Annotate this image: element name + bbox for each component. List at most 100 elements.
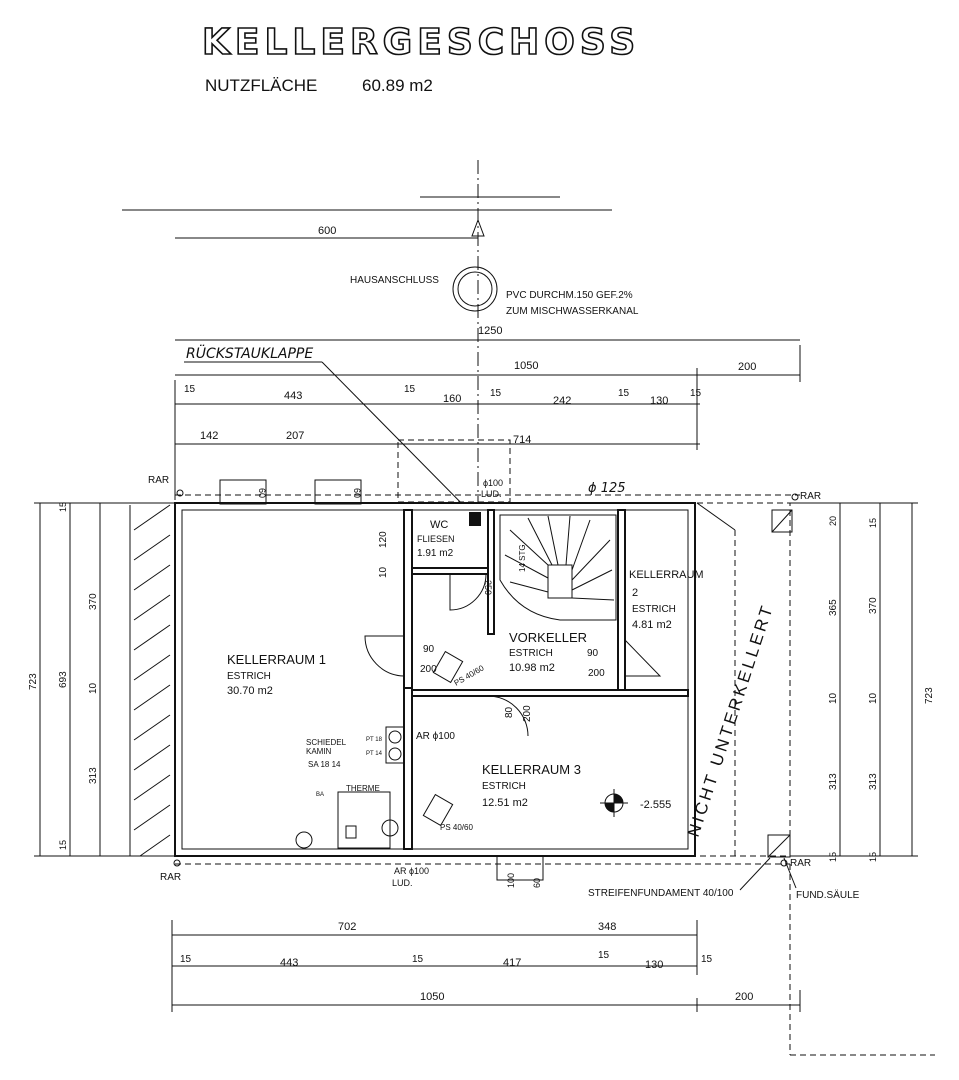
- dim-bot-15-a: 15: [180, 954, 192, 965]
- stair: [499, 514, 617, 621]
- rar-bottom-right: RAR: [790, 858, 811, 869]
- chimney-label-2: KAMIN: [306, 747, 332, 756]
- door-wc: [449, 573, 487, 611]
- dim-row3-6: 15: [618, 388, 630, 399]
- vorkeller-floor: ESTRICH: [509, 648, 553, 659]
- dim-right-20: 20: [828, 516, 838, 526]
- dim-row4-0: 142: [200, 430, 218, 442]
- window-bottom-dim-100: 100: [506, 873, 516, 888]
- diameter-125-label: ϕ 125: [588, 481, 626, 496]
- soil-hatching-left: [129, 504, 171, 857]
- door1-width: 90: [423, 644, 435, 655]
- door2-width: 90: [587, 648, 599, 659]
- dim-left-370: 370: [88, 593, 99, 610]
- inner-dim-10: 10: [378, 566, 389, 578]
- pump-sump-2-label: PS 40/60: [440, 823, 473, 832]
- dim-bot-15-c: 15: [598, 950, 610, 961]
- annex-outline: [697, 502, 791, 857]
- dim-left-313: 313: [88, 767, 99, 784]
- dim-right-313-b: 313: [868, 773, 879, 790]
- room2-area: 4.81 m2: [632, 619, 672, 631]
- dim-right-365: 365: [828, 599, 839, 616]
- dim-1250: 1250: [478, 325, 502, 337]
- dim-row3-3: 160: [443, 393, 461, 405]
- wc-floor: FLIESEN: [417, 534, 455, 544]
- dim-right-15-b: 15: [868, 852, 878, 862]
- level-marker: [600, 789, 628, 817]
- dim-left-693: 693: [58, 671, 69, 688]
- ba-label: BA: [316, 792, 324, 798]
- dim-row3-4: 15: [490, 388, 502, 399]
- dim-bot-130: 130: [645, 959, 663, 971]
- dim-row4-1: 207: [286, 430, 304, 442]
- dim-row4-2: 714: [513, 434, 531, 446]
- rar-bottom-left: RAR: [160, 872, 181, 883]
- backflow-valve-label: RÜCKSTAUKLAPPE: [186, 344, 313, 362]
- dim-bot-417: 417: [503, 957, 521, 969]
- plan-title: KELLERGESCHOSS: [202, 22, 640, 63]
- top-duct-label: ϕ100: [483, 478, 503, 488]
- dim-bot-443: 443: [280, 957, 298, 969]
- backflow-leader-line: [321, 361, 479, 521]
- dim-right-10-b: 10: [868, 692, 879, 704]
- dim-row3-8: 15: [690, 388, 702, 399]
- door-kellerraum2: [624, 639, 662, 677]
- door-kellerraum1: [364, 635, 405, 677]
- dim-row3-5: 242: [553, 395, 571, 407]
- foundation-column-label: FUND.SÄULE: [796, 889, 860, 901]
- projection-outline: [397, 439, 511, 503]
- not-basement-label: NICHT UNTERKELLERT: [684, 601, 778, 839]
- chimney: [385, 726, 405, 764]
- boiler-tank: [381, 819, 399, 837]
- dim-left-15-top: 15: [58, 502, 68, 512]
- wall-kellerraum1-kellerraum3: [403, 687, 413, 850]
- dim-left-15-bottom: 15: [58, 840, 68, 850]
- dim-200-top: 200: [738, 361, 756, 373]
- level-value: -2.555: [640, 799, 671, 811]
- door-kellerraum3: [487, 695, 529, 737]
- top-lud-label: LUD.: [481, 489, 502, 499]
- dim-right-15-a: 15: [828, 852, 838, 862]
- dim-right-313-a: 313: [828, 773, 839, 790]
- rar-top-left: RAR: [148, 475, 169, 486]
- dim-bottom-1050: 1050: [420, 991, 444, 1003]
- room2-floor: ESTRICH: [632, 604, 676, 615]
- lud-bottom-label: LUD.: [392, 878, 413, 888]
- area-value: 60.89 m2: [362, 76, 433, 95]
- window-bottom: [496, 855, 544, 881]
- wc-dim-250: 250: [483, 580, 493, 595]
- window-top-left: [219, 479, 267, 505]
- foundation-column-top: [771, 509, 793, 533]
- room2-name: KELLERRAUM: [629, 569, 704, 581]
- dim-600: 600: [318, 225, 336, 237]
- wall-vorkeller-kellerraum3: [411, 689, 689, 697]
- dim-row3-1: 443: [284, 390, 302, 402]
- vorkeller-name: VORKELLER: [509, 630, 587, 645]
- strip-foundation-label: STREIFENFUNDAMENT 40/100: [588, 888, 734, 899]
- dim-bot-15-d: 15: [701, 954, 713, 965]
- wall-kellerraum2: [617, 509, 626, 691]
- axis-arrow: [471, 218, 485, 237]
- dim-702: 702: [338, 921, 356, 933]
- vorkeller-area: 10.98 m2: [509, 662, 555, 674]
- dim-bot-15-b: 15: [412, 954, 424, 965]
- window-top-mid-label: 60: [352, 488, 362, 498]
- room3-floor: ESTRICH: [482, 781, 526, 792]
- therme-label: THERME: [346, 784, 380, 793]
- window-top-mid: [314, 479, 362, 505]
- dim-row3-2: 15: [404, 384, 416, 395]
- room2-number: 2: [632, 587, 638, 599]
- pt-14: PT 14: [366, 751, 383, 757]
- rar-top-right: RAR: [800, 491, 821, 502]
- dim-348: 348: [598, 921, 616, 933]
- dim-row3-0: 15: [184, 384, 196, 395]
- room3-name: KELLERRAUM 3: [482, 762, 581, 777]
- wall-wc: [411, 567, 493, 575]
- dim-left-10: 10: [88, 682, 99, 694]
- pump-sump-2: [422, 793, 454, 827]
- dim-right-723: 723: [924, 687, 935, 704]
- room1-area: 30.70 m2: [227, 685, 273, 697]
- chimney-label-3: SA 18 14: [308, 760, 341, 769]
- wc-name: WC: [430, 519, 448, 531]
